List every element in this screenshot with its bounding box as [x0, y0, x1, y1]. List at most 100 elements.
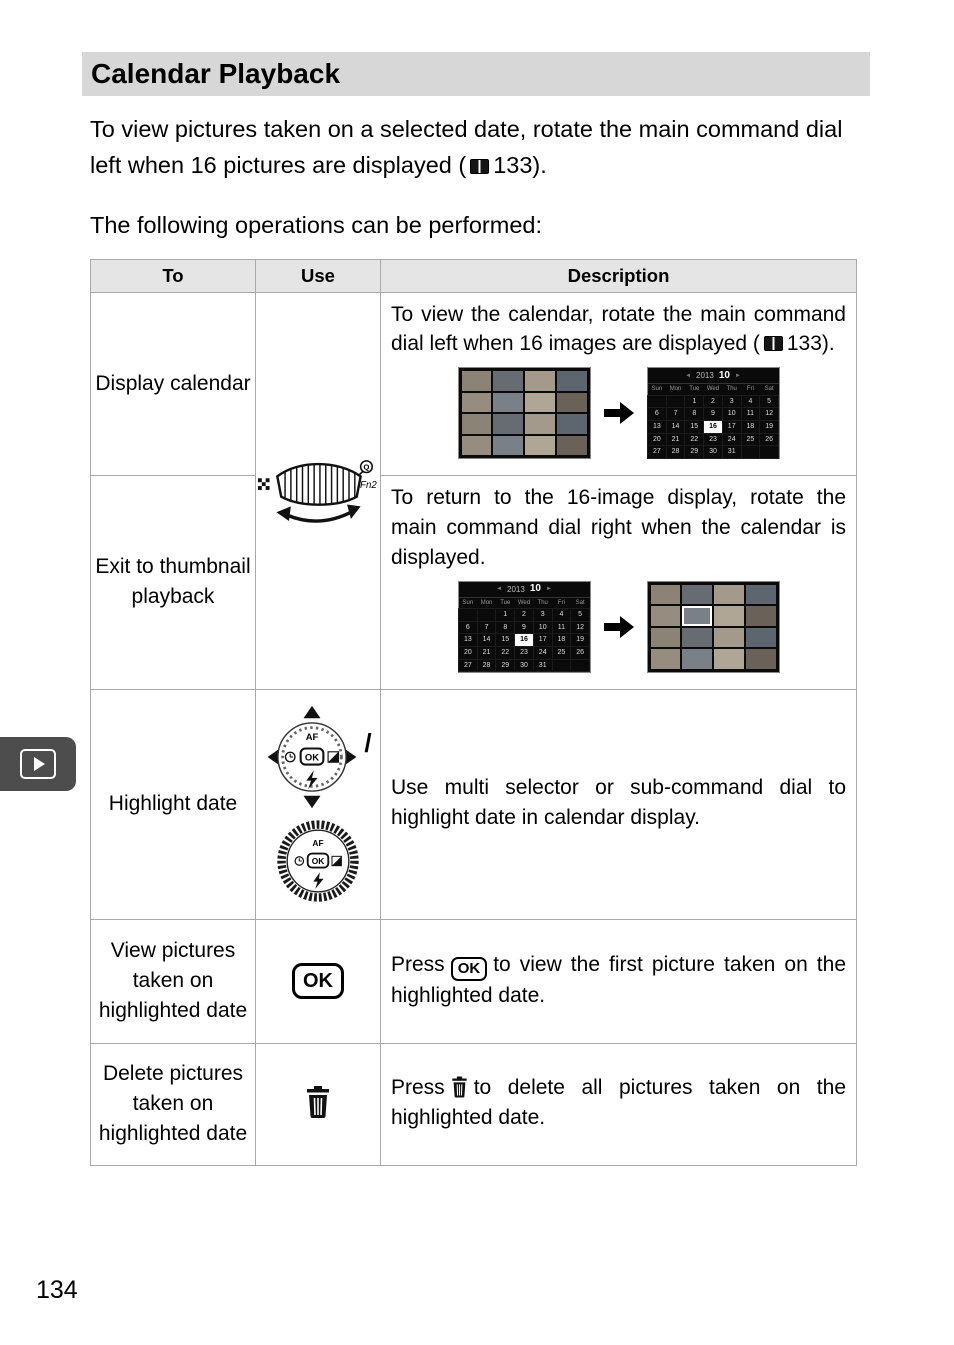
calendar-day-label: Sat — [764, 386, 774, 393]
calendar-nav-left: ◄ — [685, 372, 692, 379]
description-exit-thumbnail: To return to the 16-image display, rotat… — [380, 475, 857, 690]
to-delete-pictures: Delete pictures taken on highlighted dat… — [90, 1042, 256, 1166]
thumbnail — [650, 649, 681, 669]
up-arrow-icon — [303, 706, 321, 719]
calendar-cell: 31 — [721, 445, 742, 459]
calendar-nav-right: ► — [734, 372, 741, 379]
calendar-day-label: Sun — [462, 599, 474, 606]
thumbnail — [556, 371, 587, 391]
description-highlight-date: Use multi selector or sub-command dial t… — [380, 688, 857, 920]
slash-separator: / — [364, 727, 372, 758]
calendar-cell: 29 — [684, 445, 705, 459]
calendar-cell: 22 — [495, 645, 516, 660]
calendar-cell: 26 — [570, 645, 590, 660]
calendar-cell: 19 — [759, 419, 779, 434]
ok-button-icon: OK — [450, 956, 488, 981]
calendar-cell: 13 — [458, 633, 478, 647]
page-number: 134 — [36, 1276, 78, 1304]
calendar-cell: 22 — [684, 432, 705, 447]
calendar-cell: 18 — [551, 633, 572, 647]
calendar-month: 10 — [718, 369, 730, 381]
calendar-cell: 6 — [647, 407, 667, 421]
to-highlight-date: Highlight date — [90, 688, 256, 920]
page-ref-icon — [470, 158, 490, 174]
calendar-cell: 21 — [476, 645, 497, 660]
calendar-cell: 20 — [647, 432, 667, 447]
thumbnail — [682, 627, 712, 648]
calendar-cell: 7 — [665, 407, 686, 421]
ok-button-icon: OK — [292, 963, 344, 1000]
to-display-calendar: Display calendar — [90, 291, 256, 477]
thumbnail — [745, 584, 776, 605]
calendar-cell: 29 — [495, 658, 516, 673]
table-row-highlight-date: Highlight date — [90, 688, 857, 920]
calendar-cell: 7 — [476, 620, 497, 635]
thumbnail — [461, 414, 492, 434]
transition-arrow-icon — [603, 402, 634, 425]
use-ok-button: OK — [255, 918, 381, 1044]
thumbnail-grid-icon — [257, 478, 270, 491]
calendar-cell — [551, 658, 572, 673]
calendar-day-label: Mon — [669, 386, 682, 393]
trash-icon — [451, 1076, 467, 1098]
table-row-view-pictures: View pictures taken on highlighted date … — [90, 918, 857, 1044]
calendar-day-label: Thu — [726, 386, 737, 393]
thumb-grid — [461, 371, 587, 456]
calendar-cell: 2 — [514, 608, 534, 622]
calendar-cell: 21 — [665, 432, 686, 447]
calendar-cell: 10 — [721, 407, 742, 421]
thumbnail — [525, 414, 555, 434]
thumbnail — [714, 606, 744, 626]
calendar-cell — [665, 394, 686, 409]
flash-icon — [313, 872, 324, 890]
calendar-cell: 25 — [551, 645, 572, 660]
calendar-cell — [759, 445, 779, 459]
thumbnail — [525, 392, 555, 413]
thumb-grid — [650, 584, 776, 669]
column-header-to: To — [90, 258, 256, 293]
multi-selector-icon: AF OK — [267, 706, 357, 809]
operations-lead-in: The following operations can be performe… — [90, 211, 542, 238]
calendar-cell: 1 — [684, 394, 705, 409]
calendar-cell: 1 — [495, 608, 516, 622]
thumbnail — [745, 606, 776, 626]
calendar-cell: 3 — [721, 394, 742, 409]
calendar-day-label: Fri — [557, 599, 565, 606]
trash-icon — [307, 1085, 329, 1118]
calendar-day-label: Wed — [706, 386, 720, 393]
column-header-use: Use — [255, 258, 381, 293]
thumbnail — [650, 584, 681, 605]
calendar-year: 2013 — [696, 371, 714, 381]
calendar-cell: 14 — [665, 419, 686, 434]
calendar-cell: 4 — [551, 608, 572, 622]
af-label: AF — [306, 732, 319, 743]
calendar-cell — [458, 608, 478, 622]
calendar-day-label: Sun — [651, 386, 663, 393]
calendar-cell: 17 — [532, 633, 553, 647]
table-row-exit-thumbnail: Exit to thumbnail playback To return to … — [90, 475, 857, 690]
calendar-cell: 15 — [495, 633, 516, 647]
thumbnail — [461, 435, 492, 456]
page-ref-icon — [763, 336, 783, 352]
calendar-cell: 5 — [570, 608, 590, 622]
thumbnail — [556, 435, 587, 456]
calendar-month: 10 — [529, 583, 541, 595]
down-arrow-icon — [303, 795, 321, 809]
calendar-cell: 26 — [759, 432, 779, 447]
table-row-display-calendar: Display calendar — [90, 291, 857, 690]
calendar-cell: 6 — [458, 620, 478, 635]
flash-icon — [306, 770, 319, 790]
calendar-cell: 14 — [476, 633, 497, 647]
calendar-cell: 2 — [703, 394, 723, 409]
calendar-cell: 20 — [458, 645, 478, 660]
calendar-cell: 12 — [759, 407, 779, 421]
mini-thumbnails — [646, 580, 780, 673]
